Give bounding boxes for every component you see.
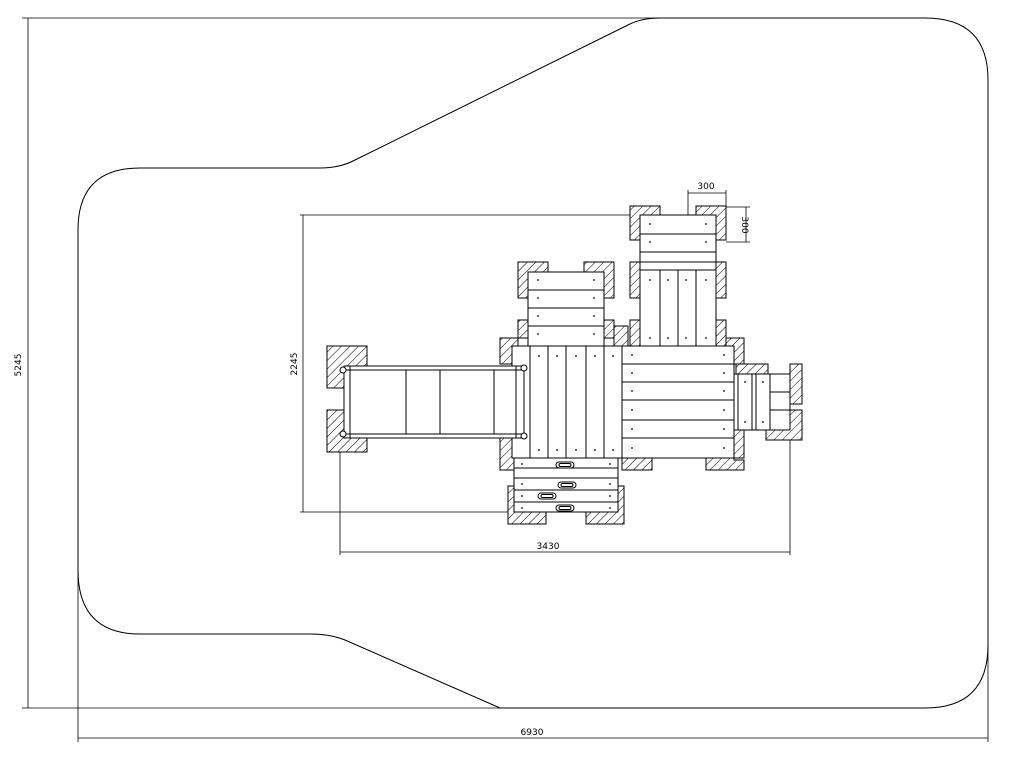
equipment-width-label: 3430	[537, 542, 560, 552]
main-right-deck	[621, 345, 735, 459]
handhold-icon	[557, 481, 577, 489]
handhold-icon	[555, 461, 575, 469]
slide	[339, 364, 528, 440]
slide-bolt-icon	[339, 364, 528, 440]
equipment-height-dimension: 2245	[290, 214, 640, 513]
equipment-height-label: 2245	[290, 353, 300, 376]
equipment-width-dimension: 3430	[339, 440, 791, 555]
overall-height-dimension: 5245	[14, 17, 660, 709]
post-depth-dimension: 300	[726, 206, 750, 243]
overall-width-label: 6930	[521, 728, 544, 738]
post-width-label: 300	[697, 182, 714, 192]
post-depth-label: 300	[739, 216, 749, 233]
main-left-deck	[511, 345, 623, 459]
overall-width-dimension: 6930	[77, 570, 989, 742]
left-tower	[527, 271, 605, 347]
handhold-icon	[537, 492, 557, 500]
handhold-icon	[555, 504, 575, 512]
top-tower	[639, 214, 717, 348]
right-ladder	[733, 373, 791, 431]
climbing-wall	[513, 457, 619, 513]
overall-height-label: 5245	[14, 354, 24, 377]
